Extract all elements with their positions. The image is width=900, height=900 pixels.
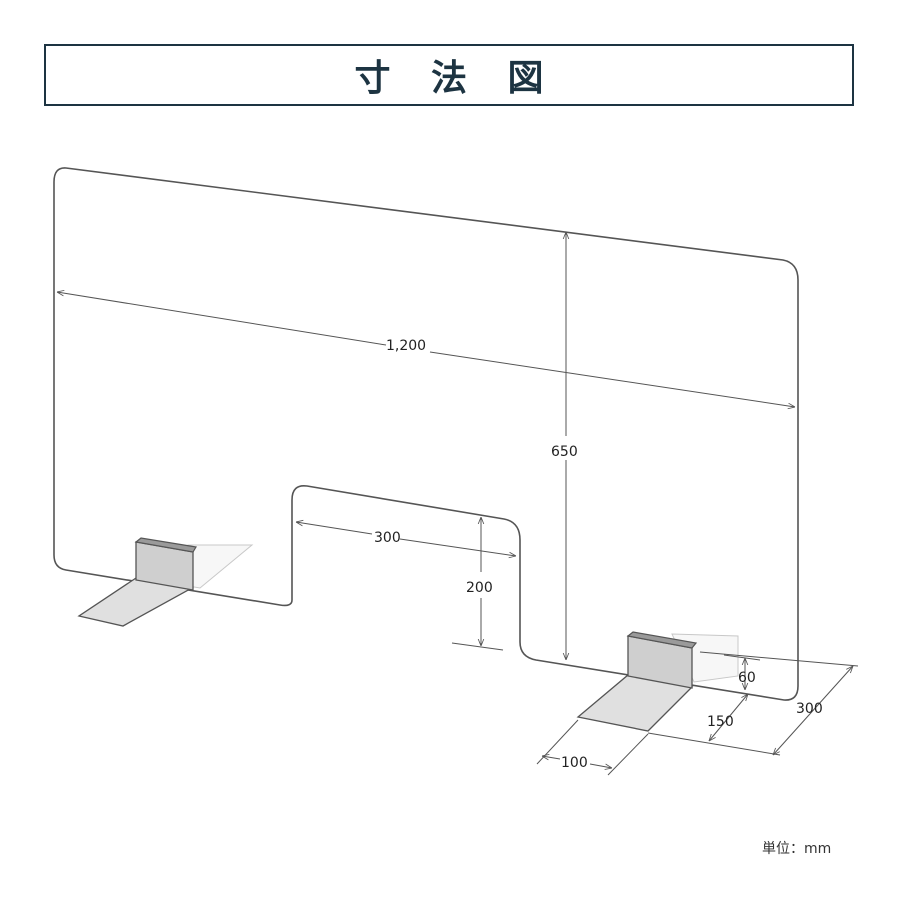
foot-depth-inner-label: 150 bbox=[707, 714, 734, 730]
foot-height-label: 60 bbox=[738, 670, 756, 686]
right-foot bbox=[576, 631, 739, 732]
unit-label: 単位：mm bbox=[762, 841, 832, 857]
opening-height-ext bbox=[451, 642, 504, 651]
width-dim-label: 1,200 bbox=[386, 338, 426, 354]
height-dim-label: 650 bbox=[551, 444, 578, 460]
opening-width-line-left bbox=[296, 522, 373, 535]
left-foot bbox=[77, 537, 254, 627]
foot-depth-ext-top bbox=[699, 651, 859, 667]
foot-height-ext-top bbox=[723, 654, 761, 661]
opening-width-label: 300 bbox=[374, 530, 401, 546]
foot-depth-inner-line bbox=[709, 694, 748, 741]
panel-outline bbox=[53, 167, 799, 701]
foot-depth-total-label: 300 bbox=[796, 701, 823, 717]
title-box: 寸 法 図 bbox=[44, 44, 854, 106]
opening-height-label: 200 bbox=[466, 580, 493, 596]
width-dim-line-right bbox=[429, 351, 795, 407]
foot-depth-total-line bbox=[773, 666, 853, 755]
opening-width-line-right bbox=[399, 538, 516, 556]
foot-width-line-left bbox=[542, 756, 561, 759]
foot-width-label: 100 bbox=[561, 755, 588, 771]
page-title: 寸 法 図 bbox=[354, 58, 558, 99]
foot-width-line-right bbox=[589, 763, 612, 768]
width-dim-line-left bbox=[57, 292, 387, 346]
foot-width-ext-right bbox=[607, 733, 649, 776]
foot-depth-ext-bottom bbox=[647, 732, 781, 756]
